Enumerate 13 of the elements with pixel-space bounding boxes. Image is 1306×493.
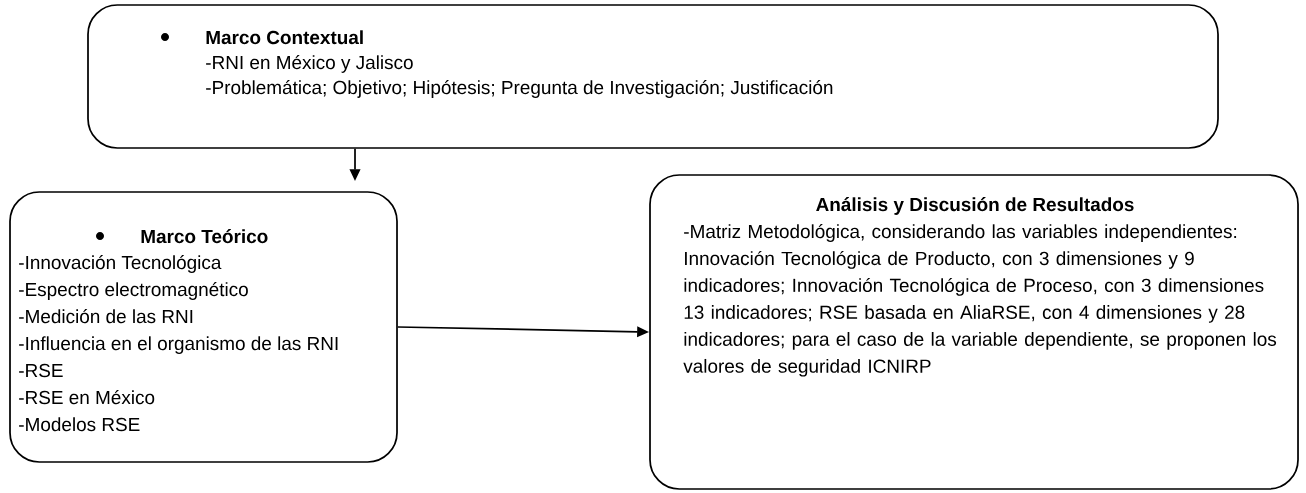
heading: Marco Teórico bbox=[141, 229, 268, 244]
heading: Análisis y Discusión de Resultados bbox=[816, 197, 1134, 215]
text-line: -RSE en México bbox=[19, 390, 155, 405]
text-line: -Medición de las RNI bbox=[19, 309, 193, 324]
text-line: -Problemática; Objetivo; Hipótesis; Pregunta de Investigación; Justificación bbox=[206, 80, 833, 98]
text-line: -Espectro electromagnético bbox=[19, 282, 248, 300]
text-line: -RNI en México y Jalisco bbox=[206, 55, 413, 73]
text-line: -RSE bbox=[19, 363, 63, 378]
text-line: -Influencia en el organismo de las RNI bbox=[19, 336, 338, 354]
text-line: -Innovación Tecnológica bbox=[19, 255, 222, 273]
paragraph: -Matriz Metodológica, considerando las variables independientes: Innovación Tecnológica de Producto, con 3 dimensiones y 9 indicadores; Innovación Tecnológica de Proceso, con 3 dimensiones 13 indicadores; RSE basada en AliaRSE, con 4 dimensiones y 28 indicadores; para el caso de la variable dependiente, se proponen los valores de seguridad ICNIRP bbox=[683, 224, 1277, 377]
text-line: -Modelos RSE bbox=[19, 417, 140, 432]
heading: Marco Contextual bbox=[206, 30, 363, 45]
